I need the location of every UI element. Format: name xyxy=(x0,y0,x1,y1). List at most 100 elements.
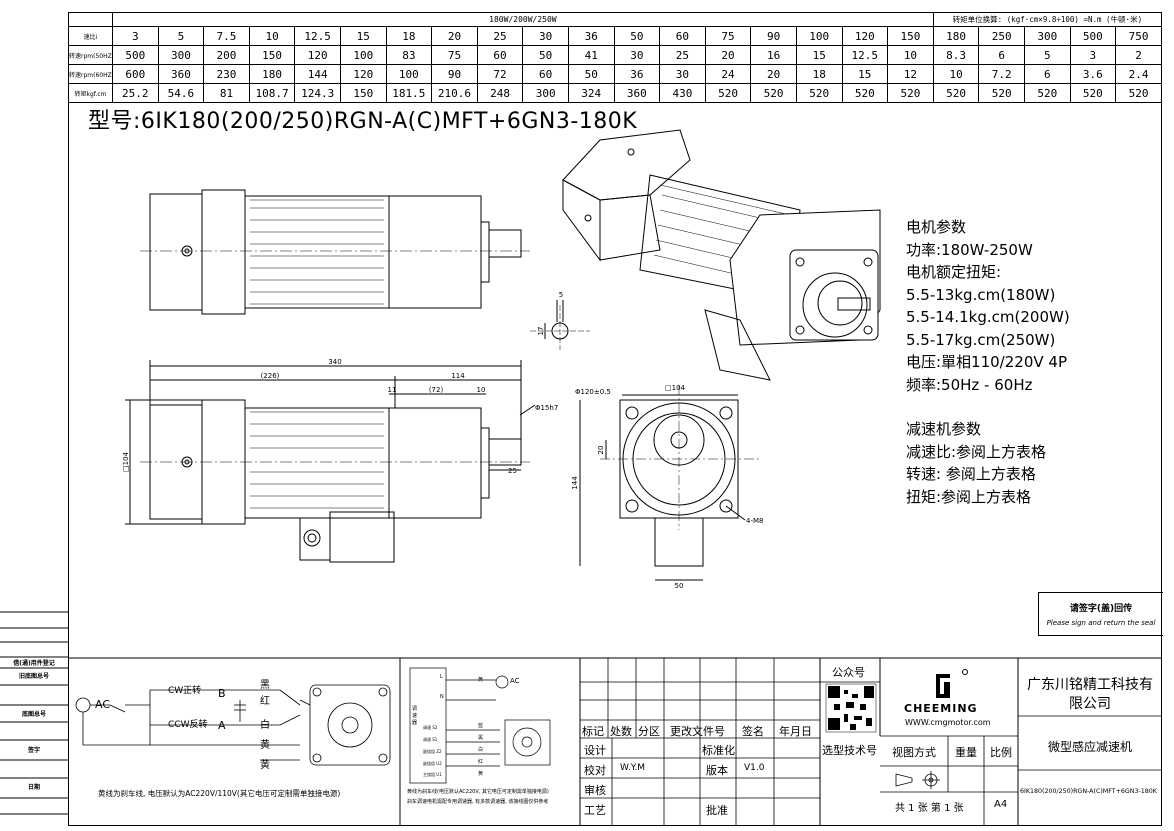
tb-scale: 比例 xyxy=(990,746,1012,759)
spec-cell: 10 xyxy=(248,26,296,46)
controller-pin: 调速 S2 xyxy=(423,725,438,730)
tb-sheets: 共 1 张 第 1 张 xyxy=(895,803,964,814)
spec-cell: 50 xyxy=(613,26,661,46)
key-section xyxy=(530,300,590,350)
controller-wire: 黑 xyxy=(478,735,484,741)
tb-product: 微型感应减速机 xyxy=(1047,740,1132,754)
spec-cell: 520 xyxy=(750,83,797,103)
motor-torque-200: 5.5-14.1kg.cm(200W) xyxy=(906,308,1070,326)
spec-cell: 30 xyxy=(522,26,569,46)
tb-date: 年月日 xyxy=(779,725,812,738)
spec-cell: 18 xyxy=(385,26,433,46)
spec-cell: 520 xyxy=(795,83,843,103)
spec-cell: 520 xyxy=(1069,83,1117,103)
dim-holes: 4-M8 xyxy=(746,517,763,525)
spec-cell: 360 xyxy=(157,64,205,84)
spec-cell: 75 xyxy=(431,45,478,65)
signature-line: Please sign and return the seal xyxy=(1046,619,1156,627)
left-strip-item: 签字 xyxy=(27,747,40,754)
spec-cell: 120 xyxy=(339,64,387,84)
spec-cell: 15 xyxy=(795,45,843,65)
brand-logo xyxy=(936,669,968,698)
motor-torque-250: 5.5-17kg.cm(250W) xyxy=(906,330,1056,349)
spec-cell: 120 xyxy=(841,26,889,46)
spec-cell: 520 xyxy=(841,83,889,103)
wiring-note: 黄线为刹车线, 电压默认为AC220V/110V(其它电压可定制需单独接电源) xyxy=(98,789,341,798)
dim-height: 144 xyxy=(571,476,579,490)
spec-cell: 24 xyxy=(704,64,752,84)
motor-voltage: 电压:單相110/220V 4P xyxy=(906,353,1067,371)
spec-cell: 90 xyxy=(750,26,797,46)
dim-gear-body: (72) xyxy=(429,386,444,394)
controller-pin: 副绕组 Z2 xyxy=(423,749,442,754)
spec-cell: 7.5 xyxy=(203,26,250,46)
controller-wire: 白 xyxy=(478,747,484,753)
controller-pin: 调速 S1 xyxy=(423,737,438,742)
spec-cell: 520 xyxy=(704,83,752,103)
spec-cell: 25 xyxy=(476,26,524,46)
spec-cell: 54.6 xyxy=(157,83,205,103)
tb-review: 审核 xyxy=(584,784,606,797)
dim-shaft-dia: Φ15h7 xyxy=(535,404,558,412)
spec-cell: 144 xyxy=(294,64,341,84)
front-view xyxy=(579,385,760,581)
spec-cell: 36 xyxy=(567,26,615,46)
spec-cell: 81 xyxy=(203,83,250,103)
tb-website: WWW.cmgmotor.com xyxy=(905,718,991,727)
spec-cell: 90 xyxy=(431,64,478,84)
spec-cell: 2.4 xyxy=(1115,64,1162,84)
tb-check: 校对 xyxy=(584,764,606,777)
spec-cell: 60 xyxy=(476,45,524,65)
signature-box: 请签字(盖)回传 Please sign and return the seal xyxy=(1038,592,1163,636)
spec-row-label: 转速rpm(60HZ) xyxy=(68,64,113,84)
spec-cell: 5 xyxy=(1023,45,1071,65)
tb-version: V1.0 xyxy=(744,763,765,773)
dim-total: 340 xyxy=(328,358,341,366)
motor-drawings: 340 (226) 114 11 (72) 10 Φ15h7 25 □104 5… xyxy=(122,129,881,590)
tb-size: A4 xyxy=(994,799,1008,810)
spec-row-label: 速比i xyxy=(68,26,113,46)
dim-motor: (226) xyxy=(261,372,280,380)
controller-pin: 副绕组 U2 xyxy=(423,761,442,766)
left-strip-item: 借(通)用件登记 xyxy=(13,660,55,667)
left-strip-item: 底图总号 xyxy=(21,711,46,718)
spec-cell: 3 xyxy=(112,26,159,46)
spec-cell: 3.6 xyxy=(1069,64,1117,84)
spec-cell: 10 xyxy=(932,64,980,84)
controller-label: 调速器 xyxy=(412,706,418,726)
spec-cell: 100 xyxy=(339,45,387,65)
spec-cell: 5 xyxy=(157,26,205,46)
spec-cell: 25.2 xyxy=(112,83,159,103)
spec-cell: 2 xyxy=(1115,45,1162,65)
spec-cell: 250 xyxy=(978,26,1025,46)
spec-cell: 72 xyxy=(476,64,524,84)
spec-cell: 50 xyxy=(522,45,569,65)
spec-cell: 520 xyxy=(1115,83,1162,103)
spec-cell: 300 xyxy=(522,83,569,103)
spec-cell: 15 xyxy=(339,26,387,46)
spec-cell: 30 xyxy=(659,64,706,84)
wiring-a: A xyxy=(218,719,226,732)
signature-title: 请签字(盖)回传 xyxy=(1069,604,1133,614)
spec-cell: 83 xyxy=(385,45,433,65)
spec-row-label: 转矩kgf.cm xyxy=(68,83,113,103)
spec-cell: 6 xyxy=(1023,64,1071,84)
wiring-ac: AC xyxy=(95,698,111,711)
spec-cell: 600 xyxy=(112,64,159,84)
motor-torque-title: 电机额定扭矩: xyxy=(906,263,1002,281)
spec-header-power: 180W/200W/250W xyxy=(112,12,934,27)
controller-wire: 红 xyxy=(478,759,484,765)
tb-brand: CHEEMING xyxy=(904,702,978,715)
spec-cell: 75 xyxy=(704,26,752,46)
view-symbol-icon xyxy=(895,771,940,789)
spec-header-unit: 转矩单位换算: (kgf·cm×9.8÷100) =N.m (牛顿·米) xyxy=(932,12,1163,27)
dim-pilot: Φ120±0.5 xyxy=(575,388,611,396)
spec-cell: 30 xyxy=(613,45,661,65)
spec-cell: 430 xyxy=(659,83,706,103)
spec-cell: 12.5 xyxy=(294,26,341,46)
spec-cell: 520 xyxy=(887,83,934,103)
